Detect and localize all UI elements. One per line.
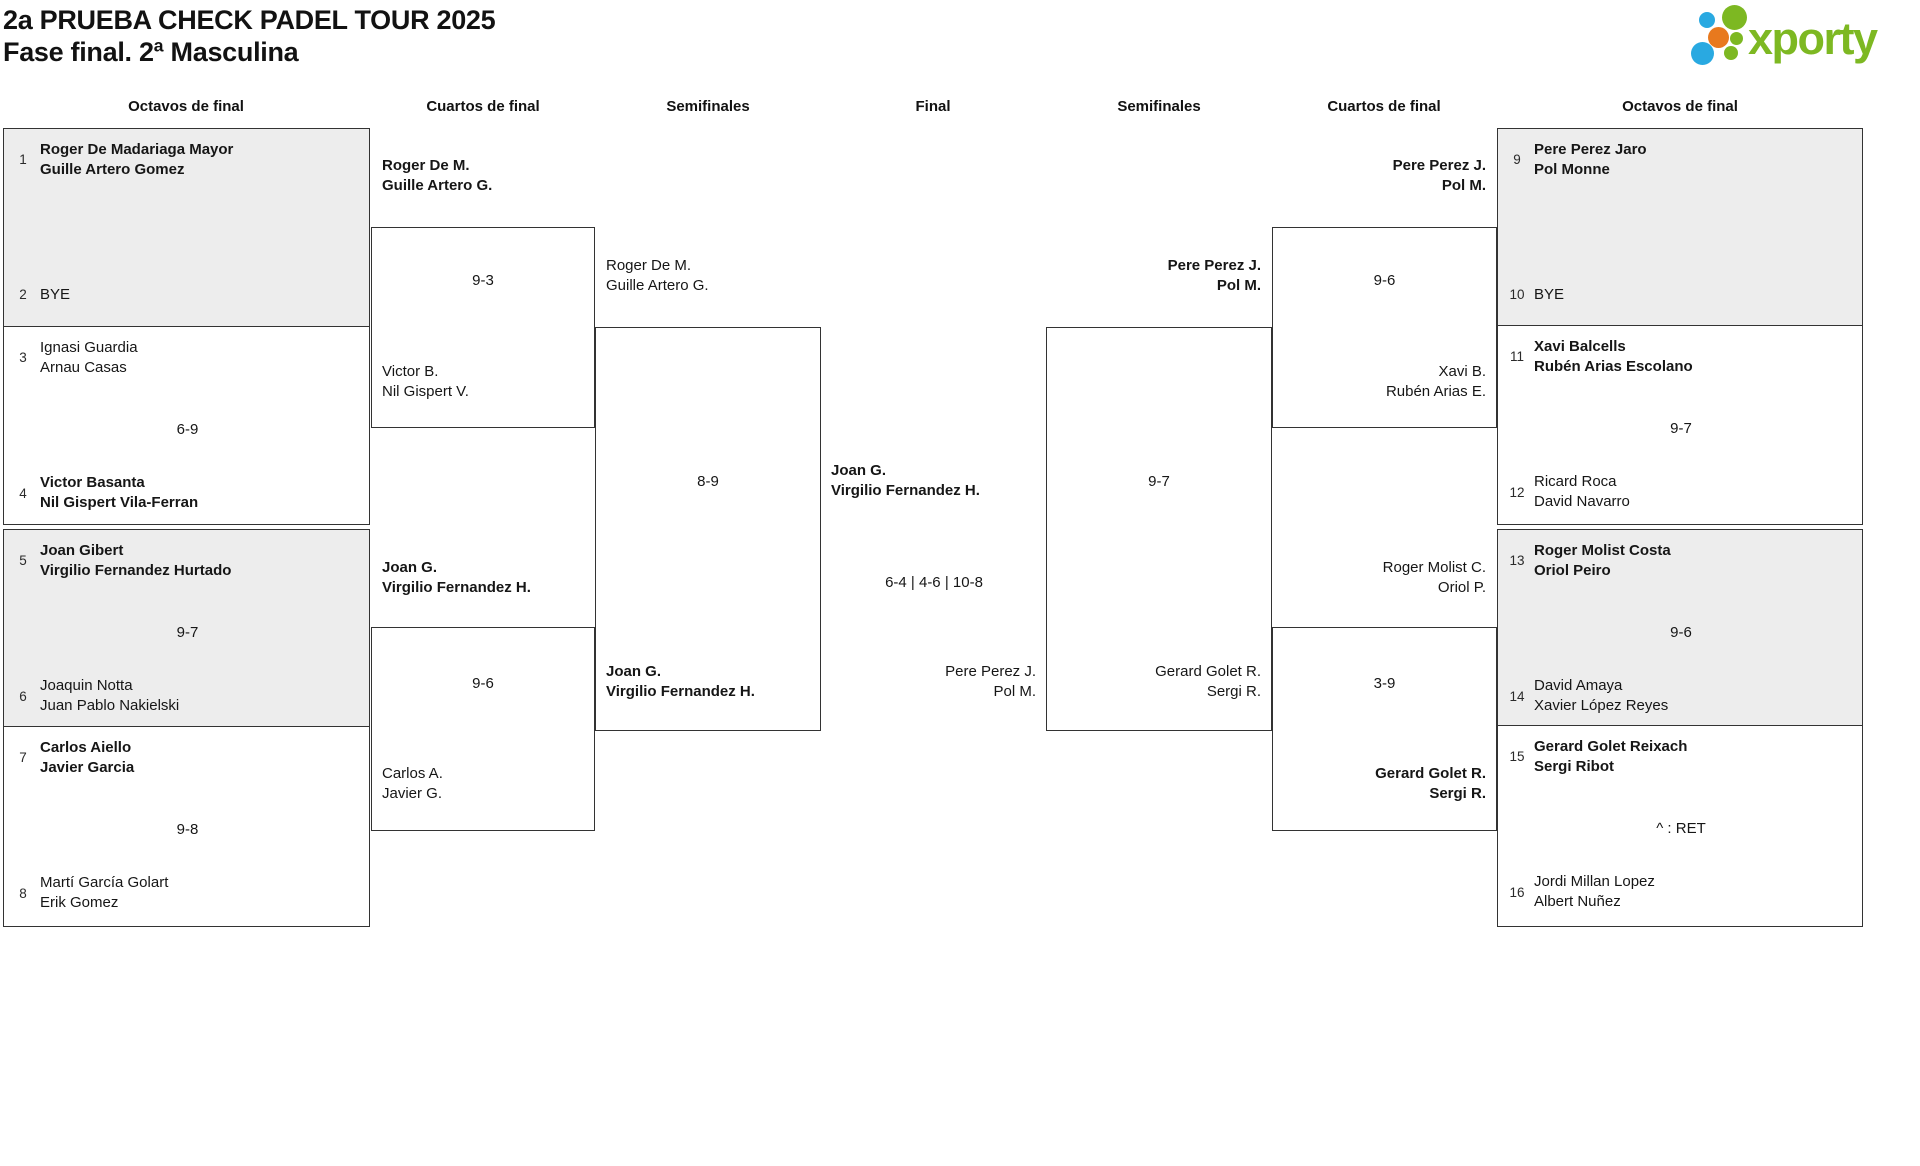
logo-dot-green-bottom [1724, 46, 1738, 60]
team-names: Roger De M. Guille Artero G. [382, 157, 493, 194]
seed-number: 2 [19, 287, 27, 302]
seed-number: 14 [1509, 689, 1525, 704]
round-header-octavos-right: Octavos de final [1622, 98, 1738, 115]
match-score: 9-6 [1373, 272, 1396, 289]
team-names: Pere Perez J. Pol M. [1392, 157, 1486, 194]
octavos-match-1-2: 1 Roger De Madariaga Mayor Guille Artero… [3, 128, 370, 327]
team-names: Roger Molist C. Oriol P. [1382, 559, 1486, 596]
bye-label: BYE [1534, 286, 1565, 303]
match-score: 8-9 [697, 473, 719, 490]
team-names: Joan G. Virgilio Fernandez H. [382, 559, 531, 596]
octavos-match-9-10: 9 Pere Perez Jaro Pol Monne 10 BYE [1497, 128, 1863, 326]
logo-wordmark: xporty [1748, 13, 1878, 64]
seed-number: 10 [1509, 287, 1525, 302]
team-names: Joan G. Virgilio Fernandez H. [606, 663, 755, 700]
seed-number: 1 [19, 152, 27, 167]
match-score: 9-7 [176, 624, 199, 641]
seed-number: 13 [1509, 553, 1525, 568]
team-names: Ricard Roca David Navarro [1534, 473, 1630, 510]
team-names: Xavi B. Rubén Arias E. [1385, 363, 1486, 400]
team-names: Pere Perez J. Pol M. [1167, 257, 1261, 294]
tournament-title: 2a PRUEBA CHECK PADEL TOUR 2025 [3, 5, 496, 35]
team-names: Joaquin Notta Juan Pablo Nakielski [40, 677, 180, 714]
octavos-match-3-4: 3 Ignasi Guardia Arnau Casas 6-9 4 Victo… [3, 326, 370, 525]
team-names: Jordi Millan Lopez Albert Nuñez [1534, 873, 1655, 910]
round-header-cuartos-right: Cuartos de final [1327, 98, 1441, 115]
match-score: 9-3 [472, 272, 494, 289]
team-names: Ignasi Guardia Arnau Casas [40, 339, 138, 376]
match-score: 3-9 [1373, 675, 1396, 692]
bye-label: BYE [40, 286, 71, 303]
seed-number: 15 [1509, 749, 1525, 764]
team-names: Roger De M. Guille Artero G. [606, 257, 709, 294]
team-names: Joan G. Virgilio Fernandez H. [831, 462, 980, 499]
seed-number: 3 [19, 350, 27, 365]
quarterfinal-match-right-top [1272, 227, 1497, 428]
team-names: Roger Molist Costa Oriol Peiro [1534, 542, 1671, 579]
phase-subtitle: Fase final. 2ª Masculina [3, 37, 299, 67]
quarterfinal-match-right-bottom [1272, 627, 1497, 831]
seed-number: 6 [19, 689, 27, 704]
team-names: Victor Basanta Nil Gispert Vila-Ferran [40, 474, 199, 511]
logo-dot-green-small [1730, 32, 1743, 45]
seed-number: 8 [19, 886, 27, 901]
team-names: David Amaya Xavier López Reyes [1534, 677, 1669, 714]
seed-number: 16 [1509, 885, 1525, 900]
team-names: Gerard Golet Reixach Sergi Ribot [1534, 738, 1688, 775]
round-header-semis-left: Semifinales [666, 98, 750, 115]
team-names: Xavi Balcells Rubén Arias Escolano [1534, 338, 1693, 375]
seed-number: 12 [1509, 485, 1525, 500]
round-header-octavos-left: Octavos de final [128, 98, 244, 115]
octavos-match-5-6: 5 Joan Gibert Virgilio Fernandez Hurtado… [3, 529, 370, 727]
team-names: Carlos A. Javier G. [382, 765, 443, 802]
match-score: 9-8 [176, 821, 199, 838]
seed-number: 4 [19, 486, 27, 501]
team-names: Victor B. Nil Gispert V. [382, 363, 469, 400]
semifinal-match-left [595, 327, 821, 731]
logo-dot-green-large [1722, 5, 1747, 30]
octavos-match-15-16: 15 Gerard Golet Reixach Sergi Ribot ^ : … [1497, 725, 1863, 927]
match-score: ^ : RET [1656, 820, 1706, 837]
seed-number: 7 [19, 750, 27, 765]
round-header-cuartos-left: Cuartos de final [426, 98, 540, 115]
octavos-match-7-8: 7 Carlos Aiello Javier Garcia 9-8 8 Mart… [3, 726, 370, 927]
team-names: Pere Perez Jaro Pol Monne [1534, 141, 1647, 178]
match-score: 6-9 [176, 421, 199, 438]
match-score: 9-6 [1670, 624, 1692, 641]
match-score: 9-7 [1670, 420, 1692, 437]
seed-number: 11 [1509, 349, 1524, 364]
semifinal-match-right [1046, 327, 1272, 731]
xporty-logo[interactable]: xporty [1686, 2, 1918, 76]
page-title-block: 2a PRUEBA CHECK PADEL TOUR 2025 Fase fin… [3, 4, 496, 68]
logo-dot-orange [1708, 27, 1729, 48]
team-names: Roger De Madariaga Mayor Guille Artero G… [40, 141, 234, 178]
team-names: Gerard Golet R. Sergi R. [1375, 765, 1486, 802]
logo-dot-blue-large [1691, 42, 1714, 65]
match-score: 9-7 [1148, 473, 1170, 490]
logo-dot-blue-small [1699, 12, 1715, 28]
quarterfinal-match-left-bottom [371, 627, 595, 831]
round-header-semis-right: Semifinales [1117, 98, 1201, 115]
seed-number: 9 [1513, 152, 1521, 167]
octavos-match-13-14: 13 Roger Molist Costa Oriol Peiro 9-6 14… [1497, 529, 1863, 726]
match-score: 6-4 | 4-6 | 10-8 [885, 574, 983, 591]
round-header-final: Final [915, 98, 951, 115]
seed-number: 5 [19, 553, 27, 568]
match-score: 9-6 [472, 675, 494, 692]
octavos-match-11-12: 11 Xavi Balcells Rubén Arias Escolano 9-… [1497, 325, 1863, 525]
team-names: Carlos Aiello Javier Garcia [40, 739, 135, 776]
quarterfinal-match-left-top [371, 227, 595, 428]
team-names: Gerard Golet R. Sergi R. [1155, 663, 1261, 700]
team-names: Pere Perez J. Pol M. [945, 663, 1036, 700]
team-names: Martí García Golart Erik Gomez [40, 874, 169, 911]
team-names: Joan Gibert Virgilio Fernandez Hurtado [40, 542, 232, 579]
